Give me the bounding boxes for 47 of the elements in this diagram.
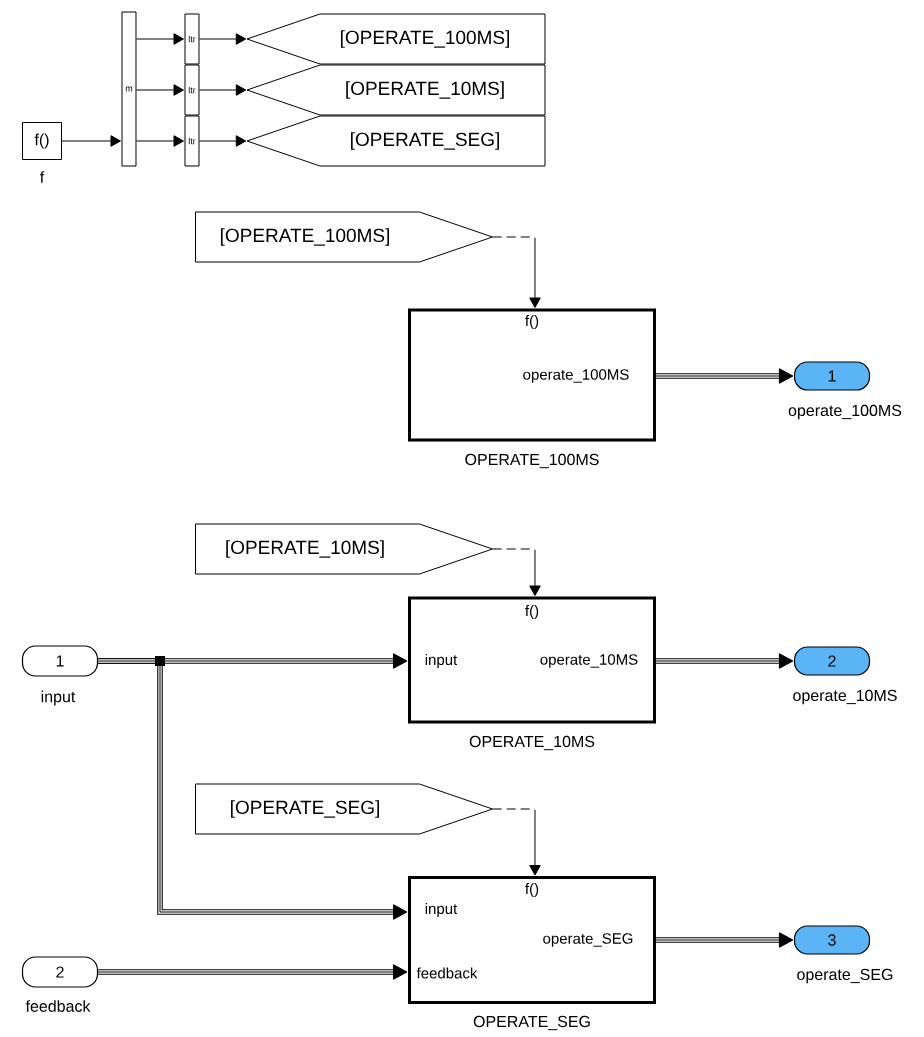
goto-tag: [OPERATE_100MS] (246, 13, 546, 65)
subsystem-block: f() input operate_10MS (408, 596, 656, 724)
arrow (136, 135, 184, 147)
arrow (199, 135, 247, 147)
block-label: OPERATE_100MS (465, 453, 599, 469)
node-label: f() (525, 315, 539, 329)
arrow (492, 548, 541, 596)
block-label: OPERATE_10MS (469, 735, 595, 751)
block-label: f (40, 171, 45, 183)
node-label: operate_SEG (543, 933, 633, 947)
arrow (492, 236, 541, 308)
arrow (199, 33, 247, 45)
from-tag: [OPERATE_SEG] (195, 783, 493, 835)
bus-bar: ltr (184, 13, 200, 65)
arrow (655, 932, 794, 948)
arrow (97, 658, 408, 920)
node-label: input (425, 903, 458, 917)
function-block: f() (22, 122, 62, 160)
block-label: operate_100MS (788, 404, 902, 420)
goto-tag: [OPERATE_SEG] (246, 115, 546, 167)
subsystem-block: f() input feedback operate_SEG (408, 876, 656, 1004)
node-label: operate_10MS (540, 654, 638, 668)
block-label: OPERATE_SEG (473, 1015, 590, 1031)
bus-bar: ltr (184, 115, 200, 167)
arrow (61, 135, 121, 147)
block-label: input (41, 690, 76, 706)
node-label: operate_100MS (523, 369, 629, 383)
arrow (136, 33, 184, 45)
from-tag: [OPERATE_10MS] (195, 523, 493, 575)
arrow (199, 84, 247, 96)
bus-bar: ltr (184, 64, 200, 116)
node-label: feedback (416, 967, 478, 979)
bus-bar: m (121, 11, 137, 167)
arrow (97, 964, 408, 980)
block-label: feedback (25, 1000, 91, 1012)
from-tag: [OPERATE_100MS] (195, 211, 493, 263)
subsystem-block: f() operate_100MS (408, 308, 656, 442)
arrow (492, 808, 541, 876)
arrow (655, 653, 794, 669)
node-label: input (425, 654, 458, 668)
node-label: f() (525, 605, 539, 619)
block-label: operate_SEG (797, 968, 893, 984)
arrow (136, 84, 184, 96)
arrow (655, 368, 794, 384)
block-label: operate_10MS (793, 689, 897, 705)
node-label: f() (525, 883, 539, 897)
goto-tag: [OPERATE_10MS] (246, 64, 546, 116)
